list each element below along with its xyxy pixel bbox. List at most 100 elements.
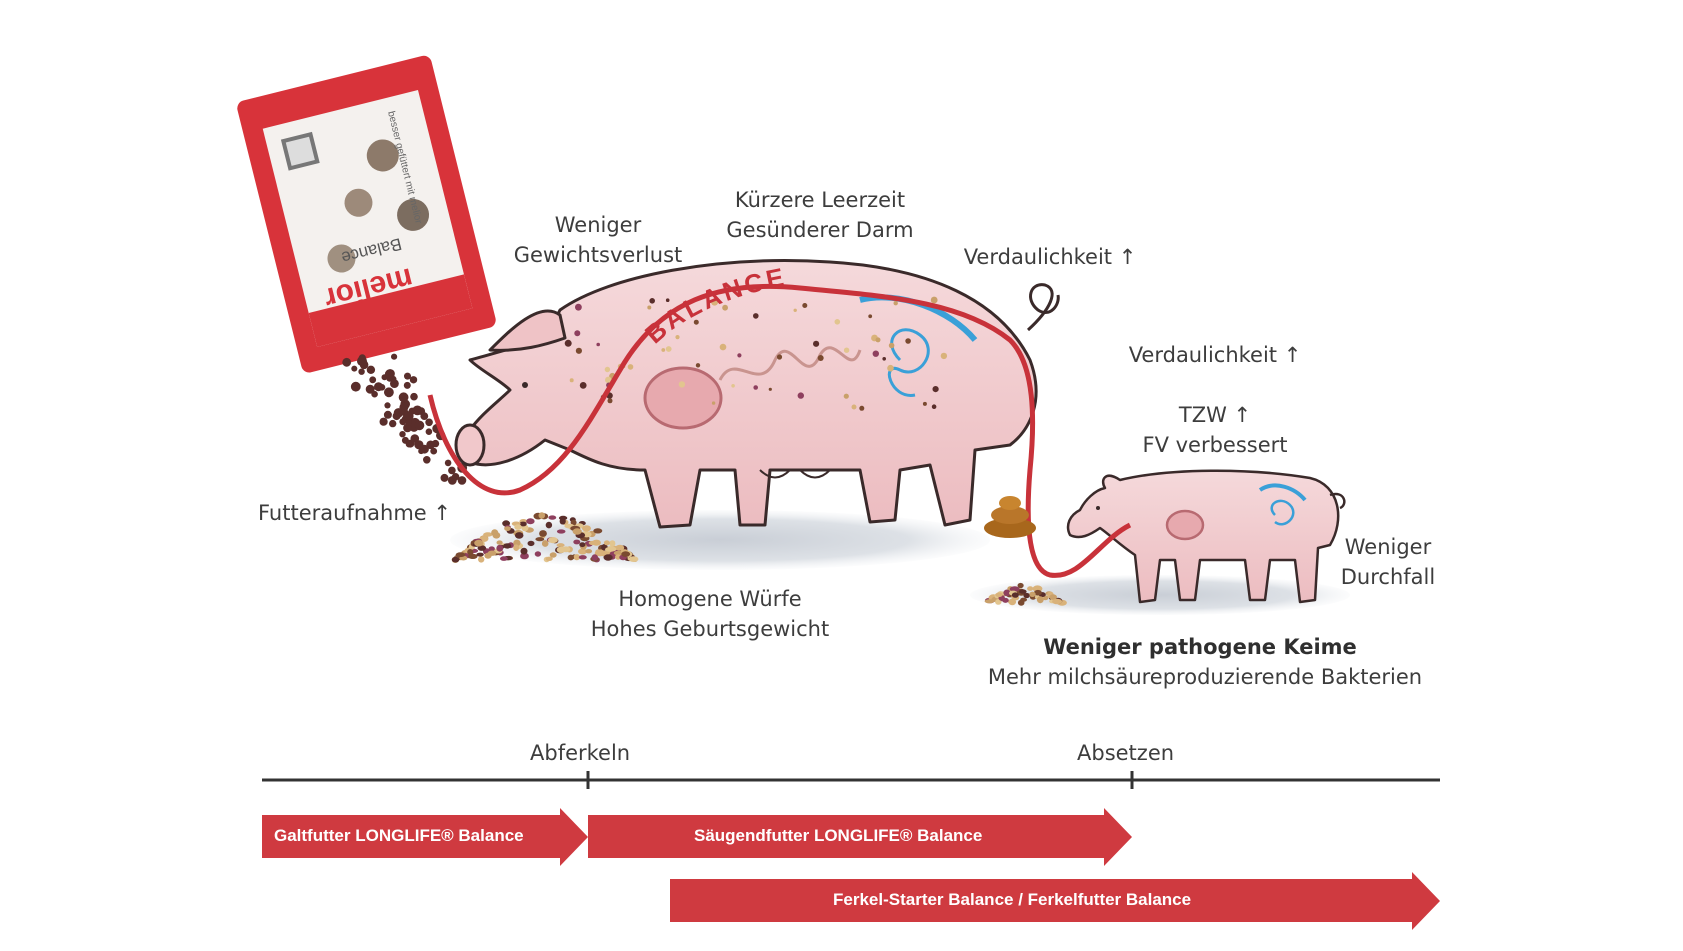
feed-particle bbox=[478, 556, 485, 563]
feed-particle bbox=[500, 556, 508, 561]
pellet bbox=[414, 420, 425, 431]
feed-particle bbox=[514, 532, 524, 539]
feed-particle bbox=[556, 529, 566, 534]
feed-particle bbox=[1009, 586, 1020, 592]
diarrhea-label: Weniger Durchfall bbox=[1318, 532, 1458, 592]
pellet bbox=[425, 428, 433, 436]
feed-particle bbox=[603, 540, 610, 546]
pellet bbox=[410, 392, 418, 401]
droppings-icon bbox=[984, 496, 1036, 538]
feed-intake-text: Futteraufnahme ↑ bbox=[258, 501, 451, 525]
feed-particle bbox=[588, 540, 597, 546]
litters-line-2: Hohes Geburtsgewicht bbox=[590, 617, 830, 641]
litters-label: Homogene Würfe Hohes Geburtsgewicht bbox=[570, 584, 850, 644]
falling-pellets bbox=[342, 353, 468, 485]
gut-particle bbox=[932, 386, 939, 393]
feed-particle bbox=[1017, 599, 1025, 606]
weaning-label: Absetzen bbox=[1077, 741, 1175, 765]
dry-sow-feed-label: Galtfutter LONGLIFE® Balance bbox=[274, 826, 524, 845]
pellet bbox=[379, 417, 388, 426]
pellet bbox=[384, 369, 395, 380]
gut-particle bbox=[834, 319, 841, 325]
gut-particle bbox=[768, 387, 772, 391]
pellet bbox=[399, 418, 407, 426]
pellet bbox=[358, 368, 365, 375]
feed-particle bbox=[995, 599, 1002, 605]
diarrhea-line-2: Durchfall bbox=[1340, 565, 1436, 589]
pellet bbox=[384, 402, 391, 409]
gut-particle bbox=[731, 384, 735, 388]
gut-particle bbox=[817, 355, 824, 361]
feed-particle bbox=[519, 521, 527, 527]
gut-particle bbox=[888, 342, 895, 349]
feed-particle bbox=[488, 546, 495, 552]
pathogens-label: Weniger pathogene Keime bbox=[1020, 632, 1380, 662]
sow-feed-pile bbox=[451, 512, 639, 563]
feed-particle bbox=[491, 529, 499, 537]
feed-particle bbox=[605, 547, 613, 552]
feed-particle bbox=[1011, 592, 1019, 598]
piglet-digestibility-text: Verdaulichkeit ↑ bbox=[1128, 343, 1302, 367]
gut-particle bbox=[940, 352, 948, 360]
feed-particle bbox=[621, 551, 631, 557]
feed-bag-image bbox=[237, 55, 496, 373]
pellet bbox=[425, 418, 433, 427]
pellet bbox=[391, 353, 398, 360]
feed-particle bbox=[582, 525, 591, 532]
tzw-label: TZW ↑ FV verbessert bbox=[1130, 400, 1300, 460]
feed-particle bbox=[578, 555, 587, 560]
feed-particle bbox=[548, 537, 558, 544]
feed-flow-tube bbox=[427, 283, 1132, 578]
gut-particle bbox=[882, 357, 886, 361]
gut-particle bbox=[607, 398, 613, 404]
gut-particle bbox=[569, 378, 574, 383]
pellet bbox=[404, 372, 411, 380]
gut-particle bbox=[564, 339, 572, 347]
gut-particle bbox=[843, 347, 850, 353]
sow-illustration bbox=[454, 259, 1060, 529]
feed-particle bbox=[1027, 586, 1034, 591]
feed-particle bbox=[455, 552, 466, 558]
gut-particle bbox=[575, 303, 582, 311]
feed-particle bbox=[1036, 596, 1044, 604]
sow-shadow bbox=[450, 510, 990, 570]
feed-particle bbox=[1033, 589, 1042, 596]
feed-particle bbox=[593, 528, 603, 534]
gut-particle bbox=[627, 364, 634, 370]
weight-loss-label: Weniger Gewichtsverlust bbox=[498, 210, 698, 270]
dry-sow-feed-arrow bbox=[262, 808, 588, 866]
gut-particle bbox=[661, 348, 666, 352]
feed-particle bbox=[1019, 589, 1027, 594]
diarrhea-line-1: Weniger bbox=[1344, 535, 1432, 559]
sow-digestibility-label: Verdaulichkeit ↑ bbox=[950, 242, 1150, 272]
gut-particle bbox=[604, 366, 611, 373]
gut-particle bbox=[647, 305, 652, 310]
tzw-text: TZW ↑ bbox=[1178, 403, 1252, 427]
pellet bbox=[399, 431, 406, 438]
feed-particle bbox=[513, 544, 520, 551]
feed-particle bbox=[534, 551, 542, 557]
litters-line-1: Homogene Würfe bbox=[618, 587, 802, 611]
gut-particle bbox=[797, 392, 804, 399]
fv-text: FV verbessert bbox=[1142, 433, 1288, 457]
feed-particle bbox=[995, 592, 1003, 598]
farrowing-label: Abferkeln bbox=[530, 741, 631, 765]
feed-particle bbox=[545, 556, 553, 561]
pellet bbox=[403, 423, 412, 433]
pellet bbox=[392, 412, 401, 421]
pellet bbox=[444, 459, 452, 467]
pellet bbox=[414, 440, 424, 450]
feed-particle bbox=[1017, 582, 1024, 589]
feed-particle bbox=[496, 544, 504, 552]
piglet-feed-label: Ferkel-Starter Balance / Ferkelfutter Ba… bbox=[833, 890, 1192, 909]
pellet bbox=[378, 384, 386, 391]
lactation-feed-arrow bbox=[588, 808, 1132, 866]
gut-line-1: Kürzere Leerzeit bbox=[734, 188, 906, 212]
feed-particle bbox=[514, 524, 522, 530]
piglet-feed-pile bbox=[984, 582, 1067, 606]
gut-health-label: Kürzere Leerzeit Gesünderer Darm bbox=[700, 185, 940, 245]
pellet bbox=[384, 387, 394, 398]
gut-particle bbox=[931, 404, 937, 410]
